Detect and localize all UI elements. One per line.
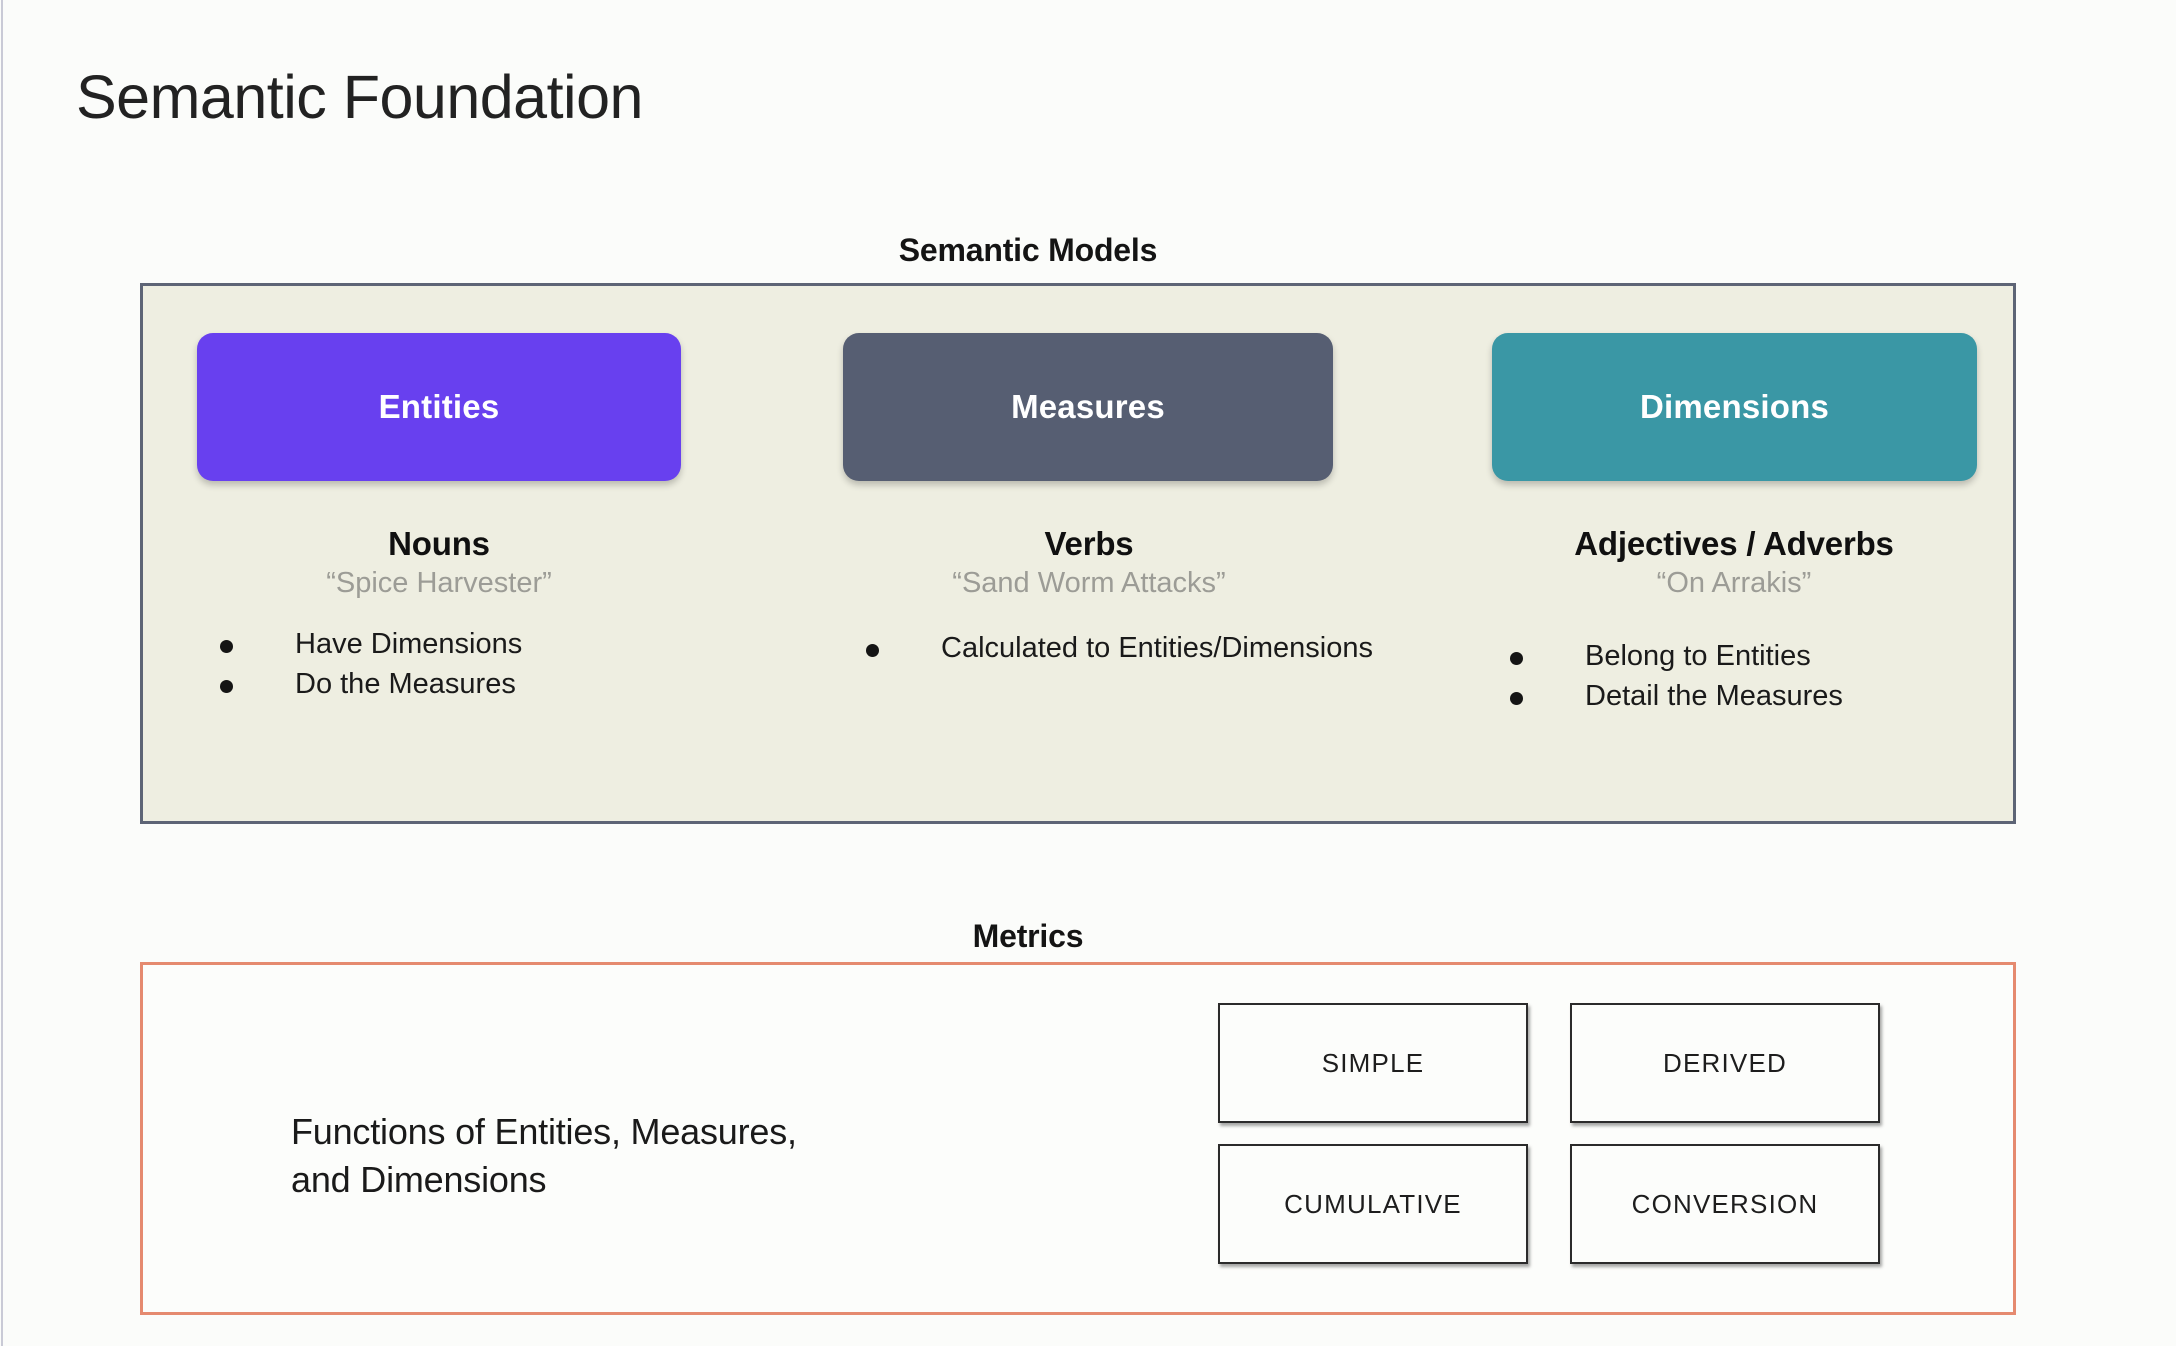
metrics-description-line-2: and Dimensions [291, 1158, 547, 1200]
metrics-description-line-1: Functions of Entities, Measures, [291, 1111, 797, 1152]
measures-pill-label: Measures [1011, 388, 1165, 425]
list-item: Have Dimensions [192, 626, 715, 663]
entities-column: Nouns “Spice Harvester” Have Dimensions … [163, 525, 715, 705]
metric-type-simple[interactable]: SIMPLE [1218, 1003, 1528, 1123]
dimensions-pill[interactable]: Dimensions [1492, 333, 1977, 481]
semantic-models-section-label: Semantic Models [898, 232, 1158, 268]
metric-type-derived[interactable]: DERIVED [1570, 1003, 1880, 1123]
metrics-panel: Functions of Entities, Measures, and Dim… [140, 962, 2016, 1315]
semantic-models-panel: Entities Measures Dimensions Nouns “Spic… [140, 283, 2016, 824]
list-item: Calculated to Entities/Dimensions [838, 630, 1375, 667]
dimensions-bullet-list: Belong to Entities Detail the Measures [1448, 638, 2020, 715]
page-title: Semantic Foundation [76, 63, 643, 131]
entities-bullet-list: Have Dimensions Do the Measures [163, 626, 715, 703]
dimensions-pill-label: Dimensions [1639, 388, 1830, 425]
entities-pill[interactable]: Entities [197, 333, 681, 481]
list-item: Detail the Measures [1482, 678, 2020, 715]
metrics-section-label: Metrics [972, 918, 1084, 954]
metric-type-simple-label: SIMPLE [1321, 1047, 1425, 1078]
metric-type-derived-label: DERIVED [1663, 1047, 1787, 1078]
metric-type-conversion-label: CONVERSION [1631, 1188, 1819, 1219]
measures-part-of-speech: Verbs [1044, 525, 1134, 562]
entities-pill-label: Entities [378, 388, 500, 425]
measures-bullet-list: Calculated to Entities/Dimensions [803, 630, 1375, 667]
metric-type-conversion[interactable]: CONVERSION [1570, 1144, 1880, 1264]
measures-pill[interactable]: Measures [843, 333, 1333, 481]
dimensions-column: Adjectives / Adverbs “On Arrakis” Belong… [1448, 525, 2020, 717]
metric-type-cumulative-label: CUMULATIVE [1284, 1188, 1462, 1219]
entities-part-of-speech: Nouns [388, 525, 490, 562]
list-item: Do the Measures [192, 666, 715, 703]
dimensions-part-of-speech: Adjectives / Adverbs [1574, 525, 1894, 562]
measures-example: “Sand Worm Attacks” [952, 567, 1226, 600]
metric-type-cumulative[interactable]: CUMULATIVE [1218, 1144, 1528, 1264]
dimensions-example: “On Arrakis” [1656, 567, 1812, 600]
entities-example: “Spice Harvester” [326, 567, 552, 600]
list-item: Belong to Entities [1482, 638, 2020, 675]
left-edge-rule [1, 0, 3, 1346]
measures-column: Verbs “Sand Worm Attacks” Calculated to … [803, 525, 1375, 670]
metrics-description: Functions of Entities, Measures, and Dim… [291, 1108, 797, 1203]
